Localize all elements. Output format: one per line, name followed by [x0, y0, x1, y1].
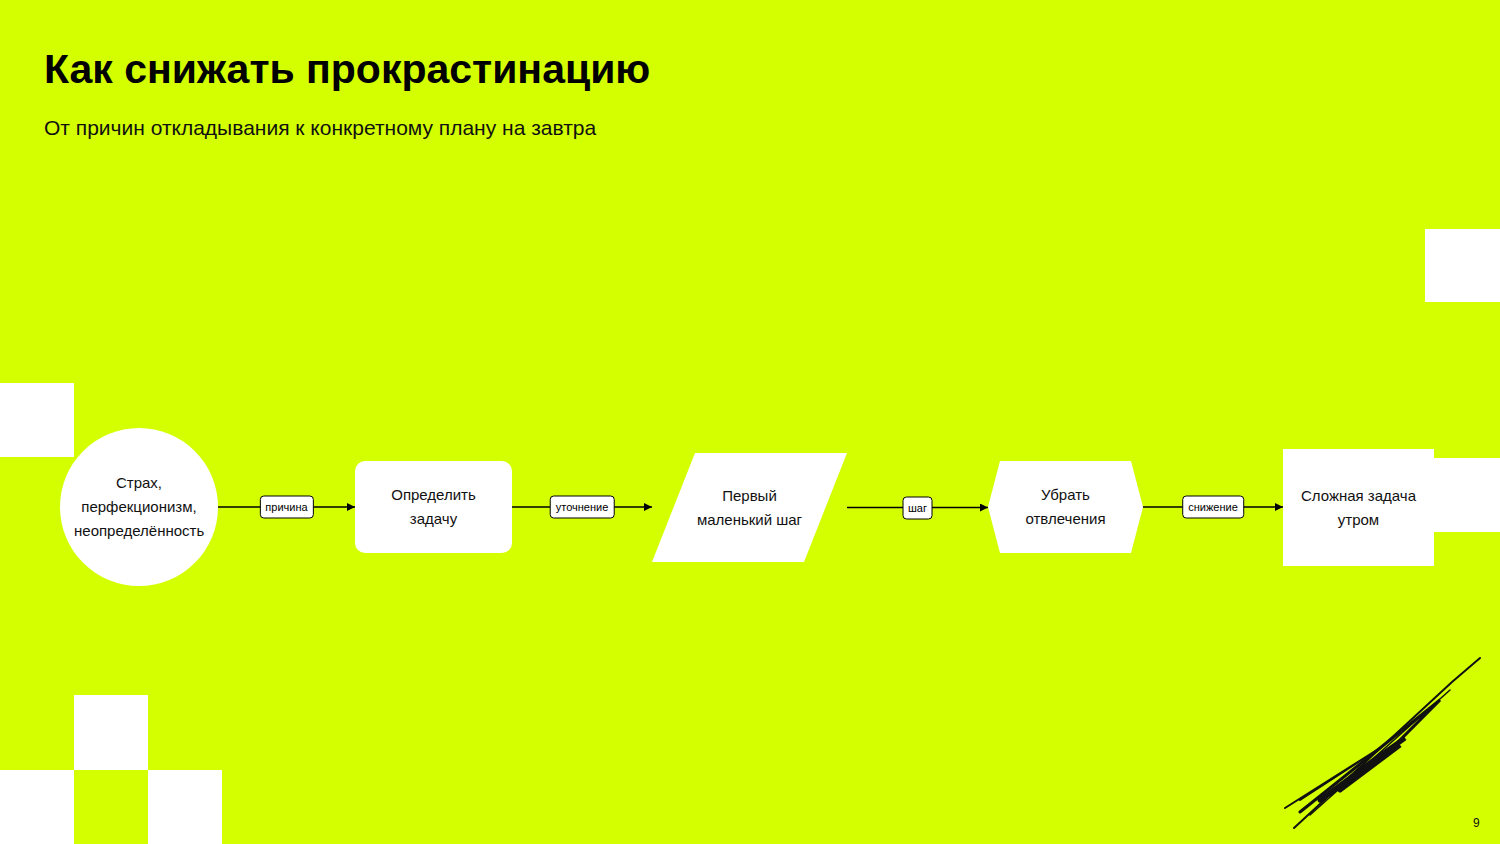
- connector-label: снижение: [1182, 496, 1244, 519]
- deco-square: [0, 383, 74, 457]
- node-label: Сложная задача утром: [1289, 484, 1429, 532]
- flow-node: Страх, перфекционизм, неопределённость: [60, 428, 218, 586]
- node-outline: [355, 461, 512, 553]
- rect-shape: [1283, 449, 1434, 566]
- deco-square: [74, 695, 148, 770]
- node-text-group: Определить задачу: [364, 483, 504, 531]
- flow-node: Первый маленький шаг: [652, 453, 847, 562]
- node-outline: [1283, 449, 1434, 566]
- rounded-rect-shape: [355, 461, 512, 553]
- node-outline: [652, 453, 847, 562]
- deco-square: [1425, 458, 1500, 532]
- page-number: 9: [1473, 816, 1480, 830]
- connector-label: шаг: [902, 496, 933, 519]
- node-outline: [988, 461, 1143, 553]
- deco-square: [1425, 229, 1500, 302]
- node-label: Первый маленький шаг: [680, 484, 820, 532]
- node-text-group: Убрать отвлечения: [1001, 483, 1131, 531]
- node-label: Определить задачу: [364, 483, 504, 531]
- deco-square: [148, 770, 222, 844]
- hexagon-shape: [988, 461, 1143, 553]
- node-text-group: Страх, перфекционизм, неопределённость: [64, 471, 214, 543]
- deco-square: [0, 770, 74, 844]
- flow-node: Сложная задача утром: [1283, 449, 1434, 566]
- node-text-group: Сложная задача утром: [1289, 484, 1429, 532]
- node-text-group: Первый маленький шаг: [680, 484, 820, 532]
- flow-node: Убрать отвлечения: [988, 461, 1143, 553]
- slide-title: Как снижать прокрастинацию: [44, 46, 650, 93]
- circle-shape: [60, 428, 218, 586]
- scribble: [1285, 658, 1480, 828]
- node-label: Убрать отвлечения: [1001, 483, 1131, 531]
- connector-label: причина: [259, 496, 313, 519]
- flow-node: Определить задачу: [355, 461, 512, 553]
- parallelogram-shape: [652, 453, 847, 562]
- slide-subtitle: От причин откладывания к конкретному пла…: [44, 116, 596, 140]
- connector-label: уточнение: [550, 496, 615, 519]
- node-label: Страх, перфекционизм, неопределённость: [64, 471, 214, 543]
